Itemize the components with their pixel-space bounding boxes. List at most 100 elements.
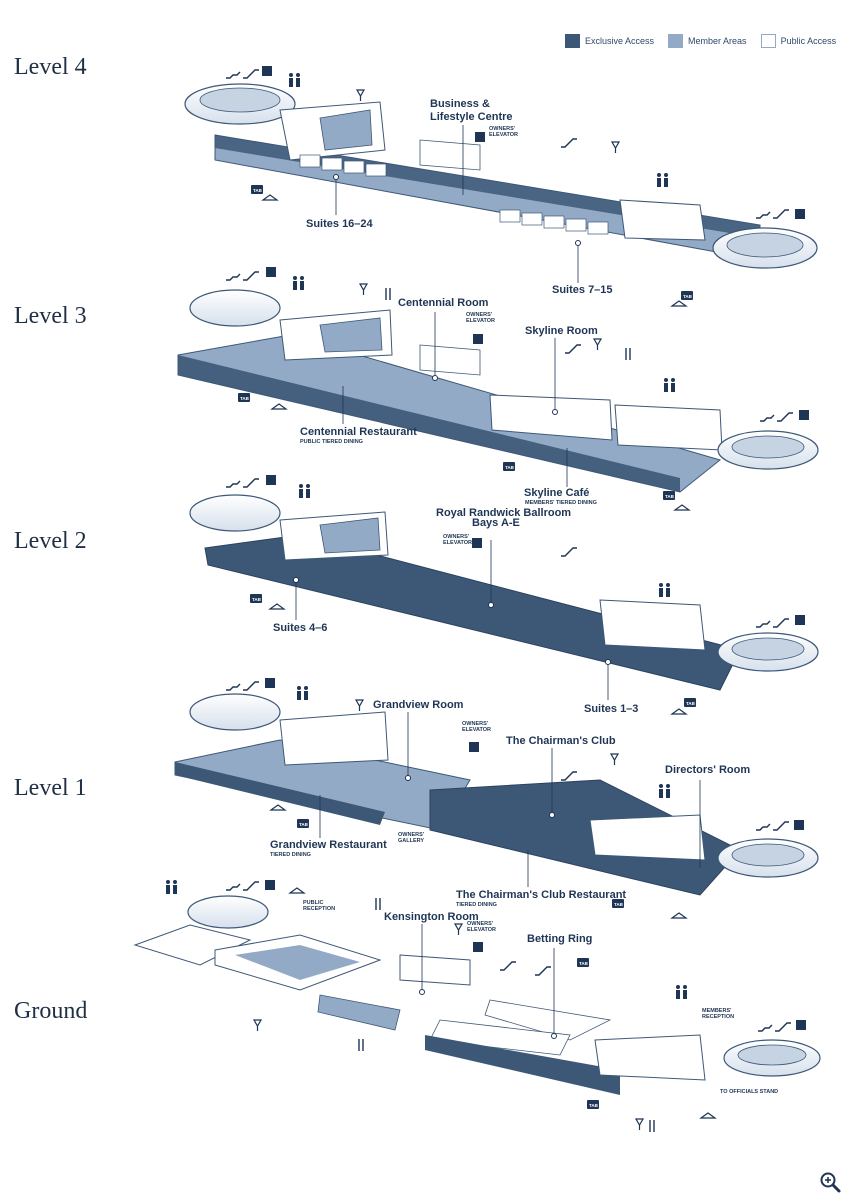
kensington-room-label[interactable]: Kensington Room	[384, 911, 479, 923]
toilet-icon-group	[166, 73, 687, 999]
l1-east-ramp-inner	[731, 843, 805, 867]
cloakroom-icon	[268, 603, 286, 610]
l3-centennial-room	[419, 344, 481, 376]
bar-icon	[358, 283, 369, 295]
cloakroom-icon	[670, 300, 688, 307]
chairmans-club-restaurant-sub: TIERED DINING	[456, 902, 497, 908]
owners-elevator-g: OWNERS' ELEVATOR	[467, 921, 497, 933]
chairmans-club-label[interactable]: The Chairman's Club	[506, 735, 616, 747]
level-4-plan[interactable]	[184, 80, 818, 269]
lift-icon	[796, 1020, 806, 1030]
toilet-icon	[659, 583, 670, 597]
member-swatch	[668, 34, 684, 48]
level-3-plan[interactable]	[177, 289, 819, 493]
directors-room-label[interactable]: Directors' Room	[665, 764, 751, 776]
stairs-icon	[758, 1024, 773, 1032]
stairs-icon	[760, 414, 775, 422]
suites-1-3-label[interactable]: Suites 1–3	[584, 703, 639, 715]
l3-east-ramp-inner	[731, 435, 805, 459]
escalator-icon	[243, 478, 259, 488]
skyline-cafe-label[interactable]: Skyline Café	[524, 487, 590, 499]
tab-text-9: TAB	[614, 902, 624, 907]
zoom-icon[interactable]	[818, 1170, 842, 1194]
toilet-icon	[297, 686, 308, 700]
cloakroom-icon	[261, 194, 279, 201]
centennial-restaurant-label[interactable]: Centennial Restaurant	[300, 426, 417, 438]
l4-east-ramp-inner	[726, 232, 804, 258]
g-east-ramp-inner	[737, 1044, 807, 1066]
stairs-icon	[756, 823, 771, 831]
escalator-icon	[777, 412, 793, 422]
bar-icon	[354, 699, 365, 711]
cloakroom-icon	[670, 708, 688, 715]
escalator-icon	[561, 138, 577, 148]
toilet-icon	[289, 73, 300, 87]
l4-suites	[299, 154, 609, 235]
suites-4-6-label[interactable]: Suites 4–6	[273, 622, 328, 634]
lift-icon	[265, 678, 275, 688]
ground-plan[interactable]	[133, 895, 821, 1095]
level-2-plan[interactable]	[189, 494, 819, 691]
l1-directors-room	[589, 814, 706, 861]
level-2-label[interactable]: Level 2	[14, 528, 87, 554]
toilet-icon	[299, 484, 310, 498]
skyline-room-label[interactable]: Skyline Room	[525, 325, 598, 337]
owners-elevator-l4: OWNERS' ELEVATOR	[489, 126, 519, 138]
escalator-icon	[561, 771, 577, 781]
level-4-label[interactable]: Level 4	[14, 54, 87, 80]
tab-text-2: TAB	[683, 294, 693, 299]
escalator-icon	[243, 881, 259, 891]
suites-16-24-label[interactable]: Suites 16–24	[306, 218, 373, 230]
level-3-label[interactable]: Level 3	[14, 303, 87, 329]
tab-text-1: TAB	[253, 188, 263, 193]
lift-icon	[262, 66, 272, 76]
l1-chairmans-floor	[429, 779, 741, 896]
bays-a-e-label[interactable]: Bays A-E	[472, 517, 520, 529]
tab-text-5: TAB	[665, 494, 675, 499]
lift-icon	[472, 538, 482, 548]
l3-west-ramp	[189, 289, 281, 327]
ground-label[interactable]: Ground	[14, 998, 88, 1024]
lift-icon	[473, 942, 483, 952]
l3-core-west-room	[319, 317, 383, 353]
legend-exclusive-label: Exclusive Access	[585, 36, 655, 46]
suites-7-15-label[interactable]: Suites 7–15	[552, 284, 613, 296]
toilet-icon	[676, 985, 687, 999]
g-west-ramp	[187, 895, 269, 929]
grandview-restaurant-sub: TIERED DINING	[270, 852, 311, 858]
tab-text-6: TAB	[252, 597, 262, 602]
tab-text-7: TAB	[686, 701, 696, 706]
legend-member: Member Areas	[668, 34, 747, 48]
exclusive-swatch	[565, 34, 580, 48]
level-1-plan[interactable]	[174, 693, 819, 896]
lift-icon-group	[262, 66, 809, 1030]
grandview-restaurant-label[interactable]: Grandview Restaurant	[270, 839, 387, 851]
stairs-icon	[756, 620, 771, 628]
stairs-icon	[226, 683, 241, 691]
dining-icon-group	[358, 288, 655, 1132]
toilet-icon	[664, 378, 675, 392]
escalator-icon	[243, 681, 259, 691]
members-reception-label: MEMBERS' RECEPTION	[702, 1008, 735, 1020]
location-dots	[293, 174, 611, 1039]
betting-ring-label[interactable]: Betting Ring	[527, 933, 593, 945]
l2-east-ramp-inner	[731, 637, 805, 661]
royal-randwick-ballroom-label[interactable]: Royal Randwick Ballroom	[436, 507, 572, 519]
tab-icon	[503, 462, 515, 471]
toilet-icon	[657, 173, 668, 187]
lift-icon	[266, 267, 276, 277]
legend-member-label: Member Areas	[688, 36, 747, 46]
dining-icon	[375, 898, 381, 910]
centennial-room-label[interactable]: Centennial Room	[398, 297, 489, 309]
tab-icon	[612, 899, 624, 908]
level-1-label[interactable]: Level 1	[14, 775, 87, 801]
l2-west-ramp	[189, 494, 281, 532]
chairmans-club-restaurant-label[interactable]: The Chairman's Club Restaurant	[456, 889, 627, 901]
g-reception-floor	[235, 945, 360, 980]
facility-icons	[238, 185, 696, 1109]
grandview-room-label[interactable]: Grandview Room	[373, 699, 464, 711]
tab-text-3: TAB	[240, 396, 250, 401]
business-lifestyle-label[interactable]: Business & Lifestyle Centre	[430, 98, 513, 123]
l4-core-west-room	[319, 109, 373, 151]
escalator-icon	[243, 271, 259, 281]
